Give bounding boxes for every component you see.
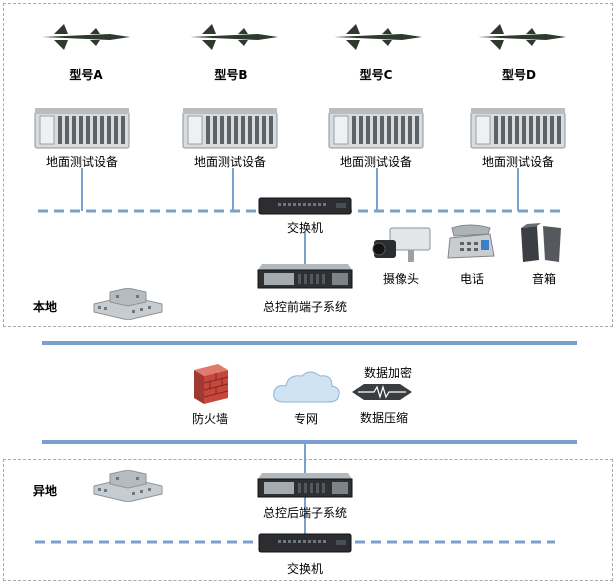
missile-icon bbox=[334, 24, 422, 50]
firewall-icon bbox=[194, 364, 229, 404]
test-equipment-icon bbox=[182, 108, 278, 149]
camera-label: 摄像头 bbox=[382, 272, 419, 286]
model-a-label: 型号A bbox=[69, 68, 103, 82]
remote-region-box bbox=[3, 459, 613, 581]
private-net-label: 专网 bbox=[293, 412, 318, 426]
equipment-d-label: 地面测试设备 bbox=[481, 155, 554, 169]
switch-icon bbox=[258, 197, 352, 215]
telephone-label: 电话 bbox=[459, 272, 484, 286]
missile-icon bbox=[190, 24, 278, 50]
model-d-label: 型号D bbox=[502, 68, 536, 82]
encrypt-label: 数据加密 bbox=[363, 366, 412, 380]
server-icon bbox=[257, 473, 353, 498]
front-end-label: 总控前端子系统 bbox=[262, 300, 347, 314]
missile-icon bbox=[42, 24, 130, 50]
local-region-box bbox=[3, 3, 613, 327]
building-icon bbox=[93, 288, 163, 320]
compress-icon bbox=[352, 384, 412, 400]
remote-switch-label: 交换机 bbox=[286, 562, 323, 576]
compress-label: 数据压缩 bbox=[359, 411, 408, 425]
switch-icon bbox=[258, 533, 352, 553]
firewall-label: 防火墙 bbox=[191, 412, 228, 426]
model-b-label: 型号B bbox=[214, 68, 248, 82]
speaker-icon bbox=[521, 223, 561, 262]
back-end-label: 总控后端子系统 bbox=[262, 506, 347, 520]
equipment-a-label: 地面测试设备 bbox=[45, 155, 118, 169]
equipment-c-label: 地面测试设备 bbox=[339, 155, 412, 169]
model-c-label: 型号C bbox=[359, 68, 393, 82]
equipment-b-label: 地面测试设备 bbox=[193, 155, 266, 169]
cloud-icon bbox=[273, 371, 340, 403]
server-icon bbox=[257, 264, 353, 289]
local-switch-label: 交换机 bbox=[286, 221, 323, 235]
missile-icon bbox=[478, 24, 566, 50]
telephone-icon bbox=[447, 224, 495, 259]
speaker-label: 音箱 bbox=[531, 272, 556, 286]
camera-icon bbox=[372, 227, 431, 262]
test-equipment-icon bbox=[470, 108, 566, 149]
test-equipment-icon bbox=[34, 108, 130, 149]
local-region-label: 本地 bbox=[33, 300, 58, 314]
test-equipment-icon bbox=[328, 108, 424, 149]
building-icon bbox=[93, 470, 163, 502]
remote-region-label: 异地 bbox=[33, 484, 58, 498]
